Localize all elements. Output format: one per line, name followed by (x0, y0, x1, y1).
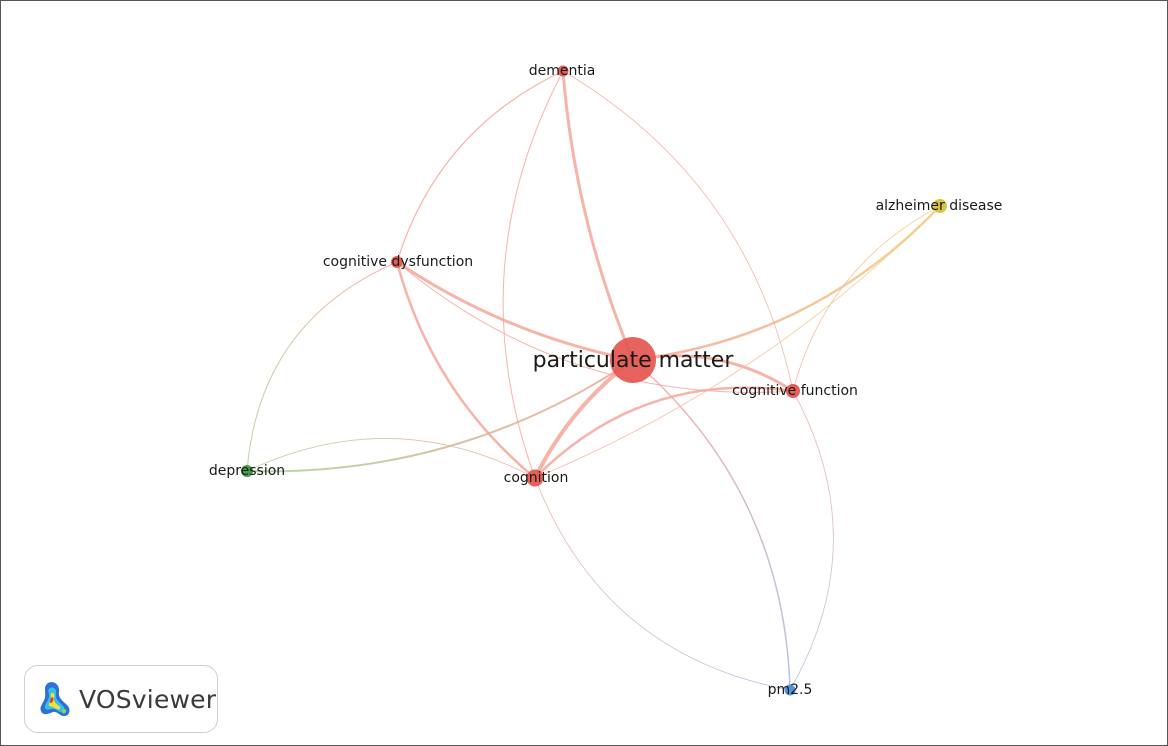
node-label-alzheimer-disease[interactable]: alzheimer disease (876, 198, 1003, 214)
node-label-particulate-matter[interactable]: particulate matter (533, 348, 735, 373)
edge-dementia-cognitive-function[interactable] (562, 70, 794, 392)
node-label-pm2-5[interactable]: pm2.5 (768, 682, 813, 698)
edge-particulate-matter-cognitive-dysfunction[interactable] (395, 260, 635, 362)
edge-particulate-matter-depression[interactable] (246, 359, 634, 473)
node-pm2-5[interactable] (784, 684, 796, 696)
edge-particulate-matter-alzheimer-disease[interactable] (631, 204, 942, 362)
edge-cognition-cognitive-function[interactable] (533, 386, 795, 480)
node-cognition[interactable] (526, 469, 544, 487)
edge-cognition-pm2-5[interactable] (534, 477, 791, 691)
node-label-cognitive-function[interactable]: cognitive function (732, 383, 858, 399)
node-dementia[interactable] (557, 65, 569, 77)
edge-cognitive-dysfunction-depression[interactable] (246, 261, 398, 472)
node-label-cognitive-dysfunction[interactable]: cognitive dysfunction (323, 254, 473, 270)
edge-cognition-depression[interactable] (246, 438, 536, 479)
edge-cognitive-dysfunction-cognition[interactable] (395, 260, 537, 480)
vosviewer-logo-icon (40, 682, 70, 717)
node-label-depression[interactable]: depression (209, 463, 285, 479)
edge-particulate-matter-cognition[interactable] (533, 358, 635, 480)
node-cognitive-function[interactable] (786, 384, 800, 398)
node-particulate-matter[interactable] (610, 337, 656, 383)
edges-layer (246, 69, 942, 691)
edge-particulate-matter-pm2-5[interactable] (632, 359, 791, 691)
edge-particulate-matter-dementia[interactable] (561, 69, 635, 362)
node-label-cognition[interactable]: cognition (504, 470, 569, 486)
node-cognitive-dysfunction[interactable] (391, 256, 403, 268)
edge-dementia-cognition[interactable] (502, 70, 564, 479)
edge-cognitive-dysfunction-cognitive-function[interactable] (396, 261, 794, 393)
edge-cognitive-function-alzheimer-disease[interactable] (792, 205, 941, 392)
node-depression[interactable] (241, 465, 253, 477)
edge-cognitive-function-pm2-5[interactable] (789, 390, 834, 691)
edge-cognition-alzheimer-disease[interactable] (534, 205, 941, 479)
edge-dementia-cognitive-dysfunction[interactable] (396, 70, 564, 263)
node-alzheimer-disease[interactable] (933, 199, 947, 213)
labels-layer: particulate matter dementia cognitive dysf… (209, 63, 1003, 698)
node-label-dementia[interactable]: dementia (529, 63, 596, 79)
vosviewer-logo-text: VOSviewer (79, 684, 217, 714)
vosviewer-logo: VOSviewer (24, 665, 218, 733)
nodes-layer (241, 65, 947, 696)
